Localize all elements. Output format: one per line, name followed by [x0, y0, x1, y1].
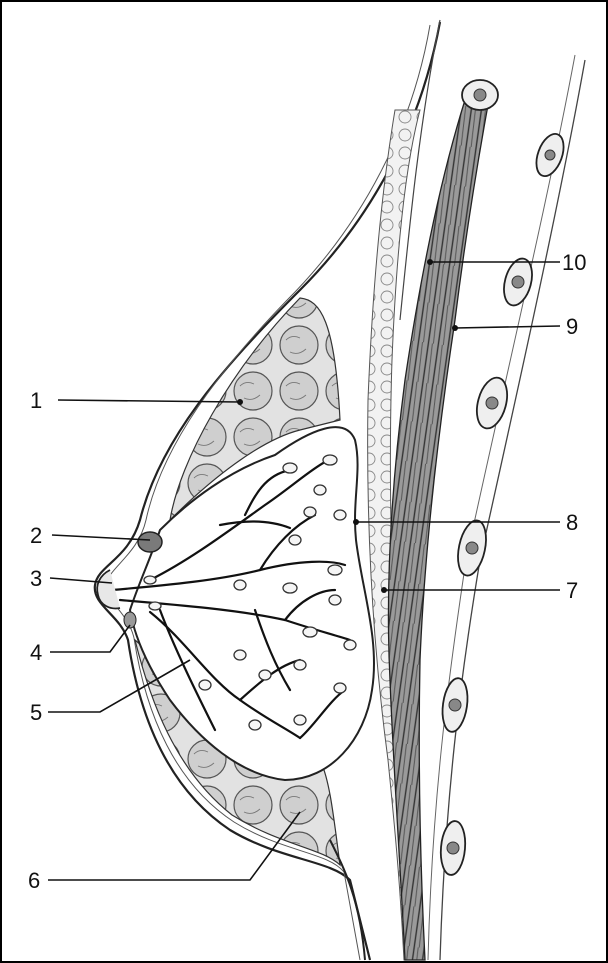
label-4: 4: [30, 640, 42, 665]
label-8: 8: [566, 510, 578, 535]
label-3: 3: [30, 566, 42, 591]
label-7: 7: [566, 578, 578, 603]
label-6: 6: [28, 868, 40, 893]
label-10: 10: [562, 250, 586, 275]
label-5: 5: [30, 700, 42, 725]
label-2: 2: [30, 523, 42, 548]
label-1: 1: [30, 388, 42, 413]
label-9: 9: [566, 314, 578, 339]
